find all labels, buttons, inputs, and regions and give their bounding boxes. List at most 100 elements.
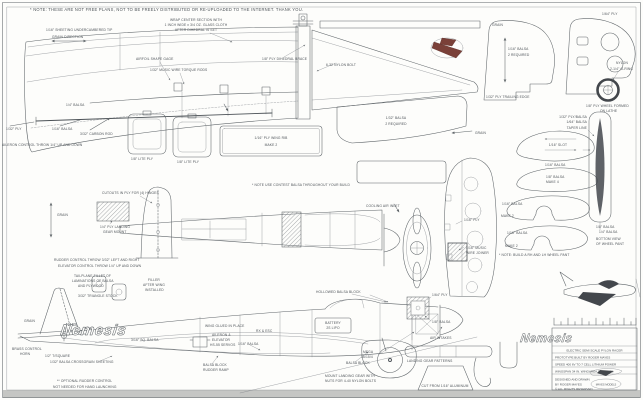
label-pant-balsa-18: 1/8" BALSA xyxy=(546,175,565,179)
label-stab-2: 2 REQUIRED xyxy=(385,122,407,126)
title-row2: SPEED 400 6V TO 7 CELL LITHIUM POWER xyxy=(555,363,617,367)
label-wrap-3: AFTER DIHEDRAL IS SET xyxy=(175,28,217,32)
label-fillet-1: TAILPLANE FILLET OF xyxy=(74,274,111,278)
tail-skid-pattern xyxy=(473,357,491,387)
title-row1: PROTOTYPE BUILT BY ROGER MAYES xyxy=(555,356,610,360)
label-front-lg-1: MOUNT LANDING GEAR WITH xyxy=(325,374,375,378)
label-front-lg-2: NUTS FOR 4-40 NYLON BOLTS xyxy=(325,379,377,383)
pushrod-line xyxy=(64,337,331,354)
label-wire-joiner-1: 1/16" MUSIC xyxy=(466,246,487,250)
fin-side-detail xyxy=(49,186,179,301)
label-brass-horn-1: BRASS CONTROL xyxy=(12,347,42,351)
label-pant-bottom-18: 1/8" BALSA xyxy=(596,225,615,229)
label-air-intakes: AIR INTAKES xyxy=(430,336,452,340)
label-battery-1: BATTERY xyxy=(325,321,341,325)
label-pant-make4: MAKE 4 xyxy=(546,180,559,184)
registration-number: N16S xyxy=(66,322,77,327)
label-wrap-2: 1 INCH WIDE x 3/4 OZ. GLASS CLOTH xyxy=(165,23,228,27)
label-pant-bottom-view-1: BOTTOM VIEW xyxy=(596,237,621,241)
servo-symbol xyxy=(189,336,211,348)
fin-pattern-right xyxy=(565,18,636,95)
title-block: Nemesis ELECTRIC SEMI SCALE PYLON RACER … xyxy=(519,317,638,391)
maker-stamp-oval xyxy=(590,378,622,390)
label-motor-1: MEGA xyxy=(363,350,374,354)
fuselage-doubler-pattern xyxy=(444,157,497,298)
label-servo-3: HS-55 SERVOS xyxy=(210,343,236,347)
label-cooling-inlet: COOLING AIR INLET xyxy=(366,204,400,208)
label-airfoil-gage: AIRFOIL SHAPE GAGE xyxy=(136,57,174,61)
label-ply-rib-1: 1/16" PLY WING RIB xyxy=(255,136,289,140)
label-balsa-116-fus: 1/16" BALSA xyxy=(238,342,259,346)
battery-box xyxy=(314,317,352,334)
label-grain-fus: GRAIN xyxy=(24,319,36,323)
label-fillet-2: LAMINATIONS OF BALSA xyxy=(72,279,114,283)
wing-plan-left-panel xyxy=(24,13,314,153)
fuselage-logo: Nemesis xyxy=(59,322,127,339)
label-crossgrain: 1/32" BALSA CROSSGRAIN SHEETING xyxy=(50,360,114,364)
label-wheel-balsa164: 1/64" BALSA xyxy=(567,120,588,124)
label-lite-ply-1: 1/8" LITE PLY xyxy=(131,157,154,161)
label-wheel-ply-balsa: 1/32" PLY/BALSA xyxy=(559,115,588,119)
label-ply-132: 1/32" PLY xyxy=(6,127,22,131)
label-battery-2: 2S LIPO xyxy=(326,326,340,330)
label-elevator-throw: ELEVATOR CONTROL THROW 1/4" UP AND DOWN xyxy=(58,264,142,268)
label-triangle-stock: 3/32" TRIANGLE STOCK xyxy=(78,294,118,298)
ground-line xyxy=(239,336,478,394)
label-pant-make2-b: MAKE 2 xyxy=(505,244,518,248)
label-doubler-ply: 1/16" PLY xyxy=(464,218,480,222)
wheel-pant-patterns xyxy=(504,130,598,251)
ply-wing-rib-plate xyxy=(219,125,323,157)
label-lg-patterns: LANDING GEAR PATTERNS xyxy=(407,359,453,363)
label-pant-balsa-116: 1/16" BALSA xyxy=(545,163,566,167)
nose-former-detail xyxy=(351,293,432,322)
fuselage-top-view xyxy=(119,203,401,267)
label-wheel-lathe-2: ON LATHE xyxy=(600,109,618,113)
label-balsa-block-nose: BALSA BLOCK xyxy=(346,361,371,365)
label-pant-slot: 1/16" SLOT xyxy=(549,143,567,147)
u-bracket-pattern xyxy=(499,341,518,369)
label-stab-1: 1/32" BALSA xyxy=(386,116,407,120)
copyright-note: * NOTE: THESE ARE NOT FREE PLANS, NOT TO… xyxy=(30,7,303,12)
label-pant-b116-2: 1/16" BALSA xyxy=(502,202,523,206)
label-filler-1: FILLER xyxy=(148,278,160,282)
label-ply-rib-2: MAKE 2 xyxy=(265,143,278,147)
fuselage-side-view: N16S Nemesis xyxy=(17,287,478,394)
label-tip-sheet: 1/16" SHEETING UNDERCAMBERED TIP xyxy=(46,28,113,32)
label-balsa-116-tip: 1/16" BALSA xyxy=(52,127,73,131)
label-torque-rods: 1/32" MUSIC WIRE TORQUE RODS xyxy=(150,68,208,72)
label-lg-mount-2: GEAR MOUNT xyxy=(103,230,127,234)
label-balsa-block-tail-1: BALSA BLOCK xyxy=(203,363,228,367)
wheel-detail xyxy=(596,71,620,102)
label-lg-mount-1: 1/4" PLY LANDING xyxy=(100,225,130,229)
landing-gear-patterns xyxy=(404,341,518,391)
title-plane-doodle xyxy=(589,368,623,376)
label-optional-1: ** OPTIONAL RUDDER CONTROL xyxy=(57,379,112,383)
label-fin-te: 1/32" PLY TRAILING EDGE xyxy=(486,95,530,99)
label-pant-make2-a: MAKE 2 xyxy=(501,214,514,218)
aileron-linkage-detail xyxy=(9,103,273,131)
label-ply-164: 1/64" PLY xyxy=(432,293,448,297)
label-grain-stab: GRAIN xyxy=(475,131,487,135)
wing-center-joiner xyxy=(292,13,314,120)
label-servo-1: AILERON & xyxy=(212,333,231,337)
label-balsa-quarter: 1/4" BALSA xyxy=(66,103,85,107)
label-hinge-cutouts: CUTOUTS IN PLY FOR (4) HINGES xyxy=(102,191,159,195)
label-brass-horn-2: HORN xyxy=(20,352,31,356)
label-lite-ply-2: 1/8" LITE PLY xyxy=(177,160,200,164)
title-credit2: BY ROGER MAYES xyxy=(555,383,582,387)
label-fin-grain: GRAIN xyxy=(492,23,504,27)
title-row3: WINGSPAN 34 IN. WINGAREA 240 SQ. IN. xyxy=(555,370,614,374)
stab-elevator-plate xyxy=(336,95,473,144)
label-taper-line: TAPER LINE xyxy=(567,126,588,130)
label-aileron-throw: AILERON CONTROL THROW 1/4" UP AND DOWN xyxy=(2,143,83,147)
spinner-cone-top xyxy=(383,227,401,253)
plane-sketch-side xyxy=(559,271,641,306)
wheel-pant-bottom-view xyxy=(582,111,612,231)
label-oring-1: NYLON xyxy=(616,61,628,65)
label-fillet-3: AND PLYWOOD xyxy=(78,284,104,288)
label-dihedral-brace: 1/8" PLY DIHEDRAL BRACE xyxy=(262,57,308,61)
label-filler-3: INSTALLED xyxy=(145,288,164,292)
label-pant-bottom-14: 1/4" BALSA xyxy=(599,230,618,234)
